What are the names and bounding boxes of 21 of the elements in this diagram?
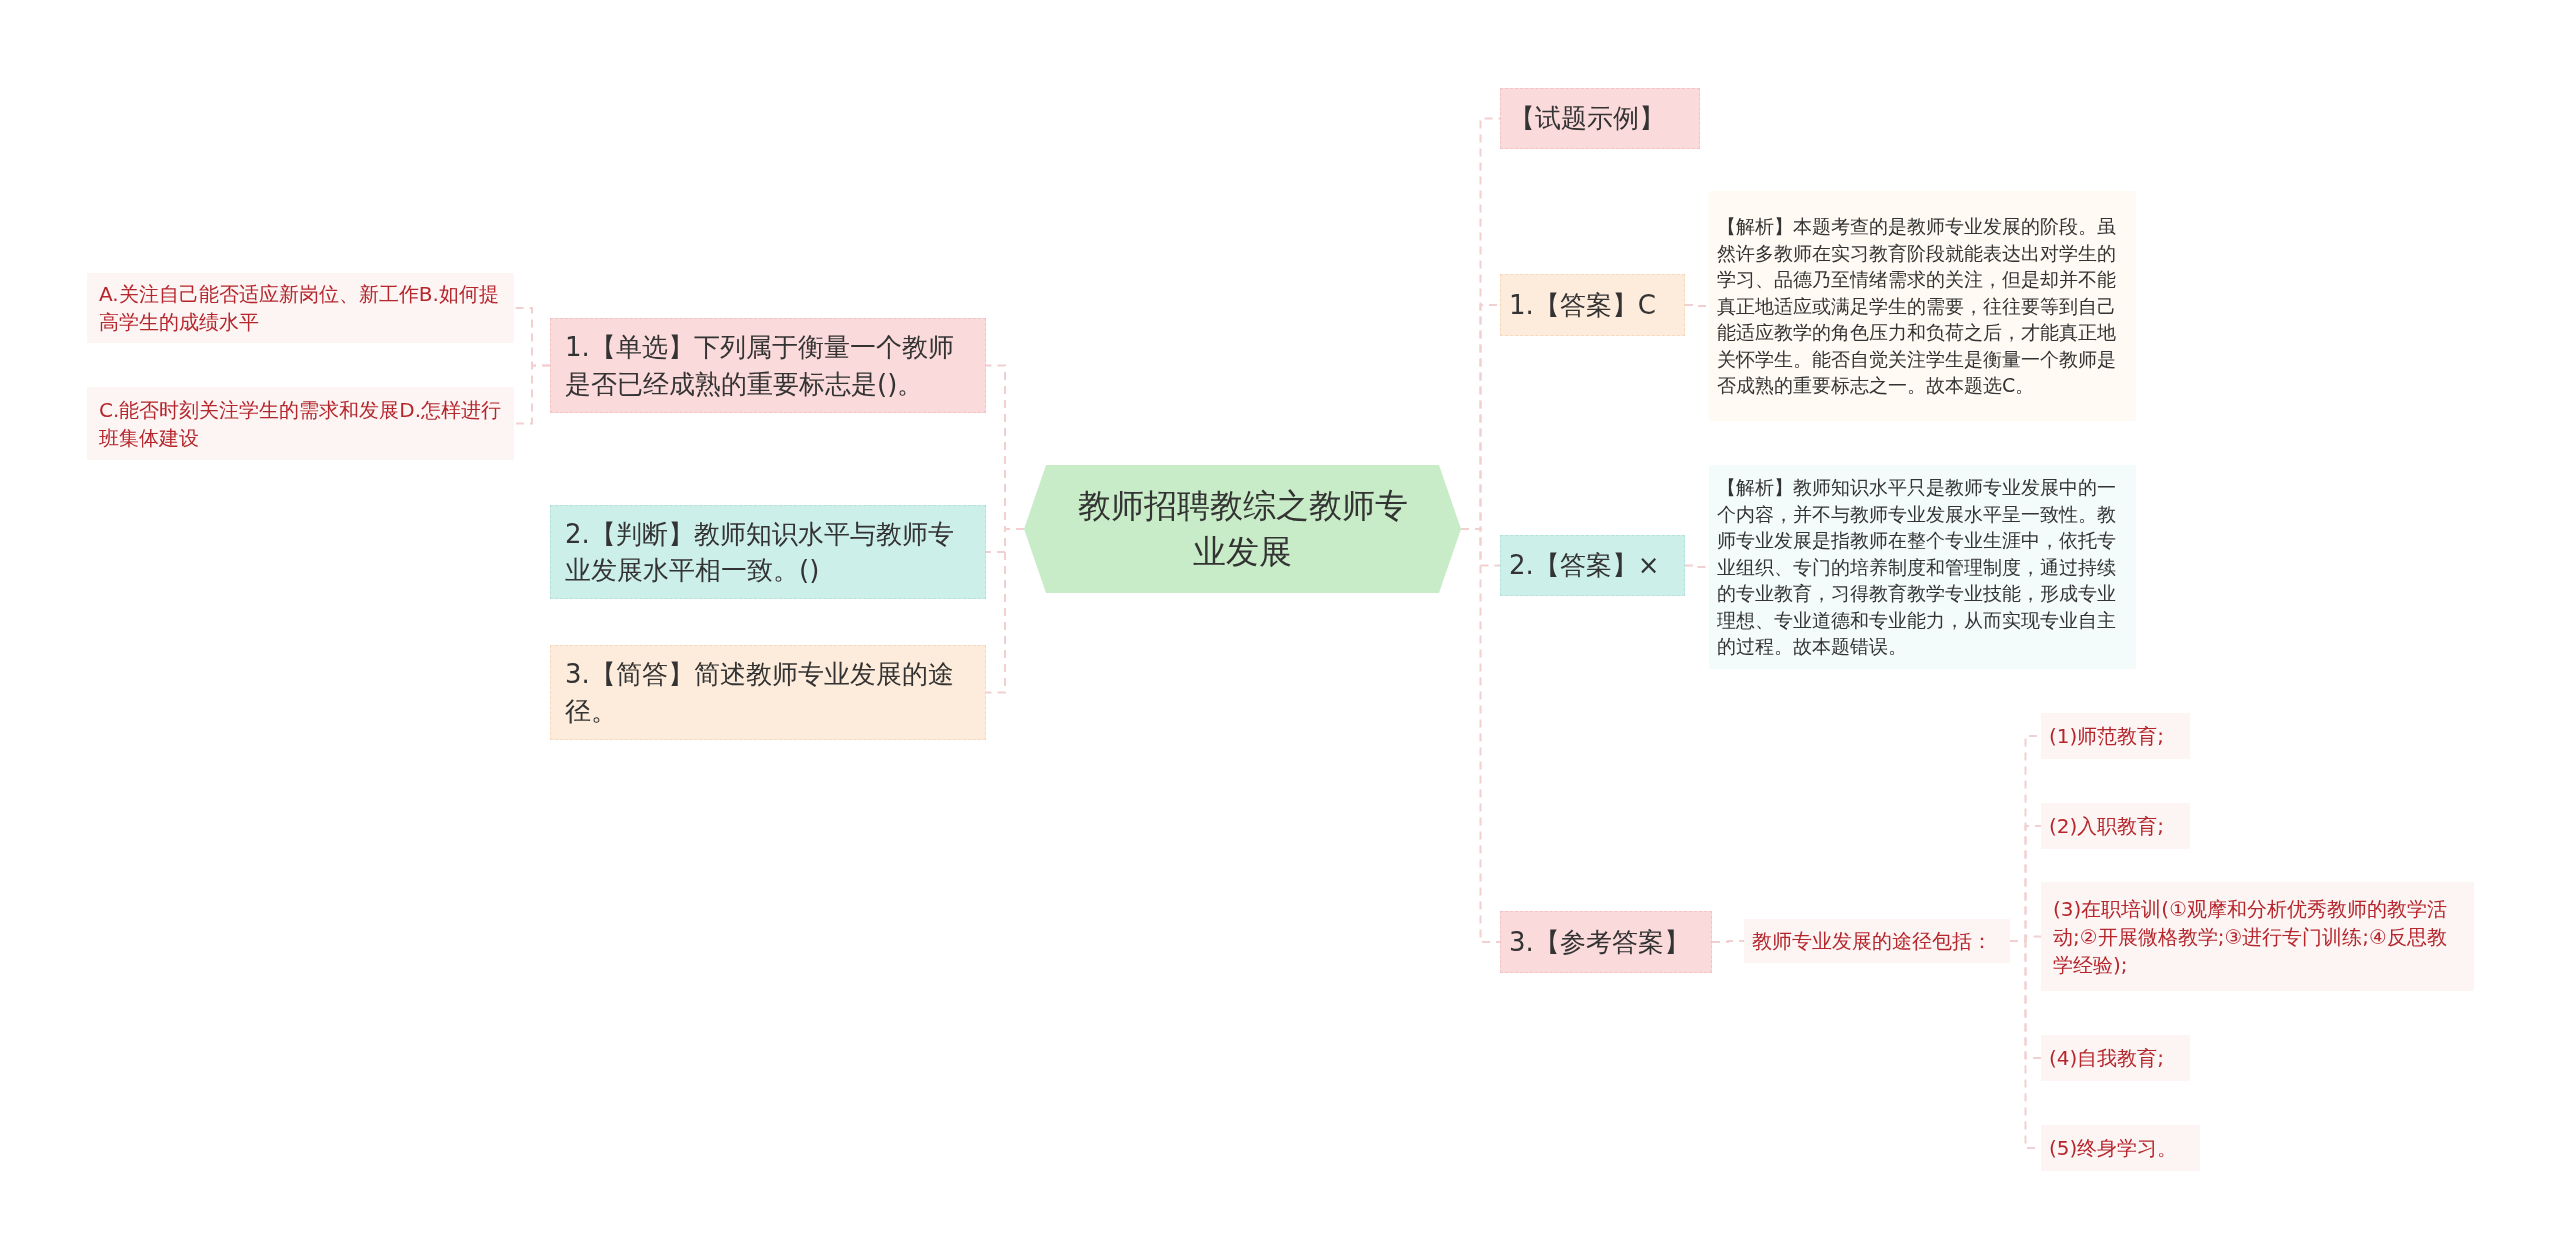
answer-box: (5)终身学习。	[2041, 1125, 2200, 1171]
answer-box: A.关注自己能否适应新岗位、新工作B.如何提高学生的成绩水平	[87, 273, 514, 343]
connector-line	[985, 528, 1025, 694]
central-topic: 教师招聘教综之教师专业发展	[1024, 465, 1461, 593]
connector-line	[513, 364, 551, 425]
question-box: 3.【参考答案】	[1500, 911, 1712, 973]
question-box: 【试题示例】	[1500, 88, 1700, 149]
question-box: 2.【判断】教师知识水平与教师专业发展水平相一致。()	[550, 505, 986, 599]
answer-box: (2)入职教育;	[2041, 803, 2190, 849]
answer-box: 教师专业发展的途径包括：	[1744, 919, 2010, 963]
answer-box: (3)在职培训(①观摩和分析优秀教师的教学活动;②开展微格教学;③进行专门训练;④反思教学经验);	[2041, 882, 2474, 991]
answer-box: (4)自我教育;	[2041, 1035, 2190, 1081]
connector-line	[1711, 940, 1745, 943]
question-box: 1.【答案】C	[1500, 274, 1685, 336]
answer-box: (1)师范教育;	[2041, 713, 2190, 759]
question-box: 1.【单选】下列属于衡量一个教师是否已经成熟的重要标志是()。	[550, 318, 986, 413]
answer-box: C.能否时刻关注学生的需求和发展D.怎样进行班集体建设	[87, 387, 514, 460]
question-box: 2.【答案】×	[1500, 535, 1685, 596]
question-box: 3.【简答】简述教师专业发展的途径。	[550, 645, 986, 740]
analysis-box: 【解析】本题考查的是教师专业发展的阶段。虽然许多教师在实习教育阶段就能表达出对学生的学习、品德乃至情绪需求的关注，但是却并不能真正地适应或满足学生的需要，往往要等到自己能适应教学的角色压力和负荷之后，才能真正地关怀学生。能否自觉关注学生是衡量一个教师是否成熟的重要标志之一。故本题选C。	[1709, 191, 2136, 421]
analysis-box: 【解析】教师知识水平只是教师专业发展中的一个内容，并不与教师专业发展水平呈一致性。教师专业发展是指教师在整个专业生涯中，依托专业组织、专门的培养制度和管理制度，通过持续的专业教育，习得教育教学专业技能，形成专业理想、专业道德和专业能力，从而实现专业自主的过程。故本题错误。	[1709, 465, 2136, 669]
